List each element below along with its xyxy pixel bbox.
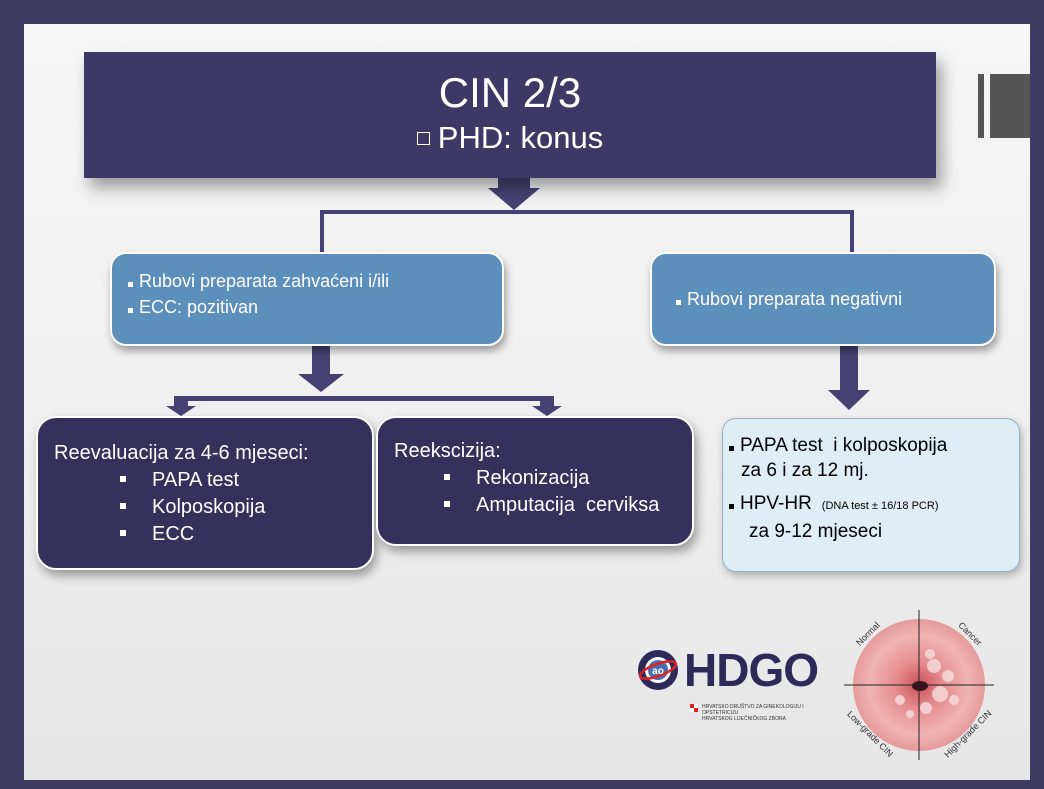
reevaluation-heading: Reevaluacija za 4-6 mjeseci: bbox=[54, 442, 309, 464]
followup-item-text: HPV-HR bbox=[740, 493, 812, 514]
title-main: CIN 2/3 bbox=[438, 69, 582, 116]
reevaluation-box: Reevaluacija za 4-6 mjeseci: PAPA test K… bbox=[36, 416, 374, 570]
title-subtitle-text: PHD: konus bbox=[437, 120, 604, 155]
branch-left-box: Rubovi preparata zahvaćeni i/ili ECC: po… bbox=[110, 252, 504, 346]
logo-caption: HRVATSKO DRUŠTVO ZA GINEKOLOGIJU I OPSTE… bbox=[702, 704, 826, 722]
reevaluation-item-text: ECC bbox=[152, 523, 195, 545]
logo-caption-line: HRVATSKO DRUŠTVO ZA GINEKOLOGIJU I OPSTE… bbox=[702, 704, 804, 716]
title-subtitle: PHD: konus bbox=[84, 120, 936, 156]
bullet-icon bbox=[676, 300, 681, 305]
arrow-left-branch-down bbox=[298, 346, 344, 392]
followup-item-text: za 9-12 mjeseci bbox=[749, 521, 883, 542]
slide: CIN 2/3 PHD: konus Rubovi preparata zahv… bbox=[24, 24, 1030, 780]
cervix-image: Normal Cancer Low-grade CIN High-grade C… bbox=[844, 610, 994, 760]
flow-connectors bbox=[166, 178, 870, 416]
branch-right-item: Rubovi preparata negativni bbox=[676, 286, 994, 312]
bullet-icon bbox=[128, 308, 133, 313]
branch-left-item-text: Rubovi preparata zahvaćeni i/ili bbox=[139, 271, 390, 291]
bracket-top-horizontal bbox=[320, 210, 854, 214]
reevaluation-item: PAPA test bbox=[120, 467, 372, 494]
reexcision-box: Reekscizija: Rekonizacija Amputacija cer… bbox=[376, 416, 694, 546]
bullet-icon bbox=[128, 282, 133, 287]
bullet-icon bbox=[444, 501, 450, 507]
arrow-to-reexcision bbox=[532, 401, 562, 416]
arrow-to-reevaluation bbox=[166, 401, 196, 416]
reevaluation-item: Kolposkopija bbox=[120, 494, 372, 521]
reevaluation-item: ECC bbox=[120, 521, 372, 548]
hdgo-logo-icon: ao bbox=[638, 650, 678, 690]
logo-wordmark: HDGO bbox=[684, 644, 819, 696]
bullet-icon bbox=[729, 446, 734, 451]
bullet-icon bbox=[120, 476, 126, 482]
bullet-icon bbox=[120, 503, 126, 509]
croatia-flag-icon bbox=[690, 704, 698, 712]
title-box: CIN 2/3 PHD: konus bbox=[84, 52, 936, 178]
decor-bar-left bbox=[978, 74, 984, 138]
followup-item-text: PAPA test i kolposkopija bbox=[740, 435, 948, 456]
arrow-title-down bbox=[488, 178, 540, 210]
bullet-icon bbox=[120, 530, 126, 536]
followup-item-note: (DNA test ± 16/18 PCR) bbox=[821, 500, 939, 512]
reexcision-item: Rekonizacija bbox=[444, 465, 692, 492]
branch-left-item-text: ECC: pozitivan bbox=[139, 297, 259, 317]
bullet-icon bbox=[729, 504, 734, 509]
logo-caption-line: HRVATSKOG LIJEČNIČKOG ZBORA bbox=[702, 716, 786, 722]
reexcision-heading: Reekscizija: bbox=[394, 440, 501, 462]
reexcision-item-text: Rekonizacija bbox=[476, 467, 590, 489]
bracket-lower-horizontal bbox=[174, 396, 554, 401]
checkbox-icon bbox=[416, 132, 430, 145]
arrow-right-branch-down bbox=[828, 346, 870, 410]
followup-box: PAPA test i kolposkopija za 6 i za 12 mj… bbox=[722, 418, 1020, 572]
bracket-left-drop bbox=[320, 210, 324, 254]
branch-right-box: Rubovi preparata negativni bbox=[650, 252, 996, 346]
reevaluation-item-text: Kolposkopija bbox=[152, 496, 266, 518]
reexcision-item: Amputacija cerviksa bbox=[444, 492, 692, 519]
followup-item-text: za 6 i za 12 mj. bbox=[741, 460, 869, 481]
bullet-icon bbox=[444, 474, 450, 480]
bracket-right-drop bbox=[850, 210, 854, 254]
branch-left-item: ECC: pozitivan bbox=[128, 294, 502, 320]
reexcision-item-text: Amputacija cerviksa bbox=[476, 494, 660, 516]
svg-text:ao: ao bbox=[652, 666, 664, 677]
reevaluation-item-text: PAPA test bbox=[152, 469, 240, 491]
followup-item-papa: PAPA test i kolposkopija bbox=[729, 433, 1019, 458]
branch-right-item-text: Rubovi preparata negativni bbox=[687, 289, 903, 309]
hdgo-logo: ao HDGO HRVATSKO DRUŠTVO ZA GINEKOLOGIJU… bbox=[632, 638, 832, 728]
branch-left-item: Rubovi preparata zahvaćeni i/ili bbox=[128, 268, 502, 294]
decor-bar-right bbox=[990, 74, 1030, 138]
followup-item-hpv: HPV-HR (DNA test ± 16/18 PCR) bbox=[729, 491, 1019, 519]
